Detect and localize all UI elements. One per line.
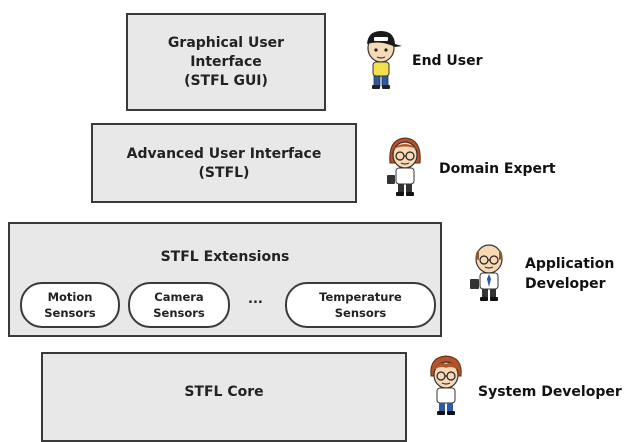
- application-developer-line-1: Application: [525, 256, 615, 272]
- cap-boy-icon: [367, 31, 402, 89]
- core-layer: STFL Core: [41, 352, 407, 442]
- advanced-ui-line-2: (STFL): [198, 165, 250, 181]
- stfl-architecture-diagram: Graphical User Interface (STFL GUI) Adva…: [8, 13, 622, 442]
- motion-sensors-line-2: Sensors: [44, 306, 96, 320]
- advanced-ui-layer-label: Advanced User Interface (STFL): [93, 145, 355, 183]
- end-user-line-1: End User: [412, 53, 483, 69]
- motion-sensors-module: Motion Sensors: [20, 282, 120, 328]
- more-modules-ellipsis: ...: [248, 292, 263, 307]
- extensions-title: STFL Extensions: [160, 249, 290, 265]
- system-developer-line-1: System Developer: [478, 384, 622, 400]
- advanced-ui-layer: Advanced User Interface (STFL): [91, 123, 357, 203]
- domain-expert-line-1: Domain Expert: [439, 161, 556, 177]
- gui-layer: Graphical User Interface (STFL GUI): [126, 13, 326, 111]
- role-label-system-developer: System Developer: [478, 382, 622, 402]
- gui-layer-line-1: Graphical User: [167, 35, 285, 51]
- advanced-ui-line-1: Advanced User Interface: [126, 146, 322, 162]
- extensions-layer: STFL Extensions Motion Sensors Camera Se…: [8, 222, 442, 337]
- camera-sensors-line-1: Camera: [154, 290, 204, 304]
- camera-sensors-line-2: Sensors: [153, 306, 205, 320]
- application-developer-line-2: Developer: [525, 276, 606, 292]
- gui-layer-line-2: Interface: [190, 54, 262, 70]
- gui-layer-line-3: (STFL GUI): [184, 73, 268, 89]
- temperature-sensors-module: Temperature Sensors: [285, 282, 436, 328]
- glasses-woman-icon: [387, 137, 421, 196]
- core-layer-label: STFL Core: [184, 384, 264, 400]
- motion-sensors-line-1: Motion: [47, 290, 93, 304]
- camera-sensors-module: Camera Sensors: [128, 282, 230, 328]
- temperature-sensors-line-2: Sensors: [334, 306, 387, 320]
- role-label-end-user: End User: [412, 51, 483, 71]
- role-label-domain-expert: Domain Expert: [439, 159, 556, 179]
- role-label-application-developer: Application Developer: [525, 254, 614, 294]
- temperature-sensors-line-1: Temperature: [319, 290, 402, 304]
- gui-layer-label: Graphical User Interface (STFL GUI): [128, 34, 324, 91]
- bald-developer-icon: [470, 244, 503, 301]
- young-developer-icon: [430, 355, 462, 415]
